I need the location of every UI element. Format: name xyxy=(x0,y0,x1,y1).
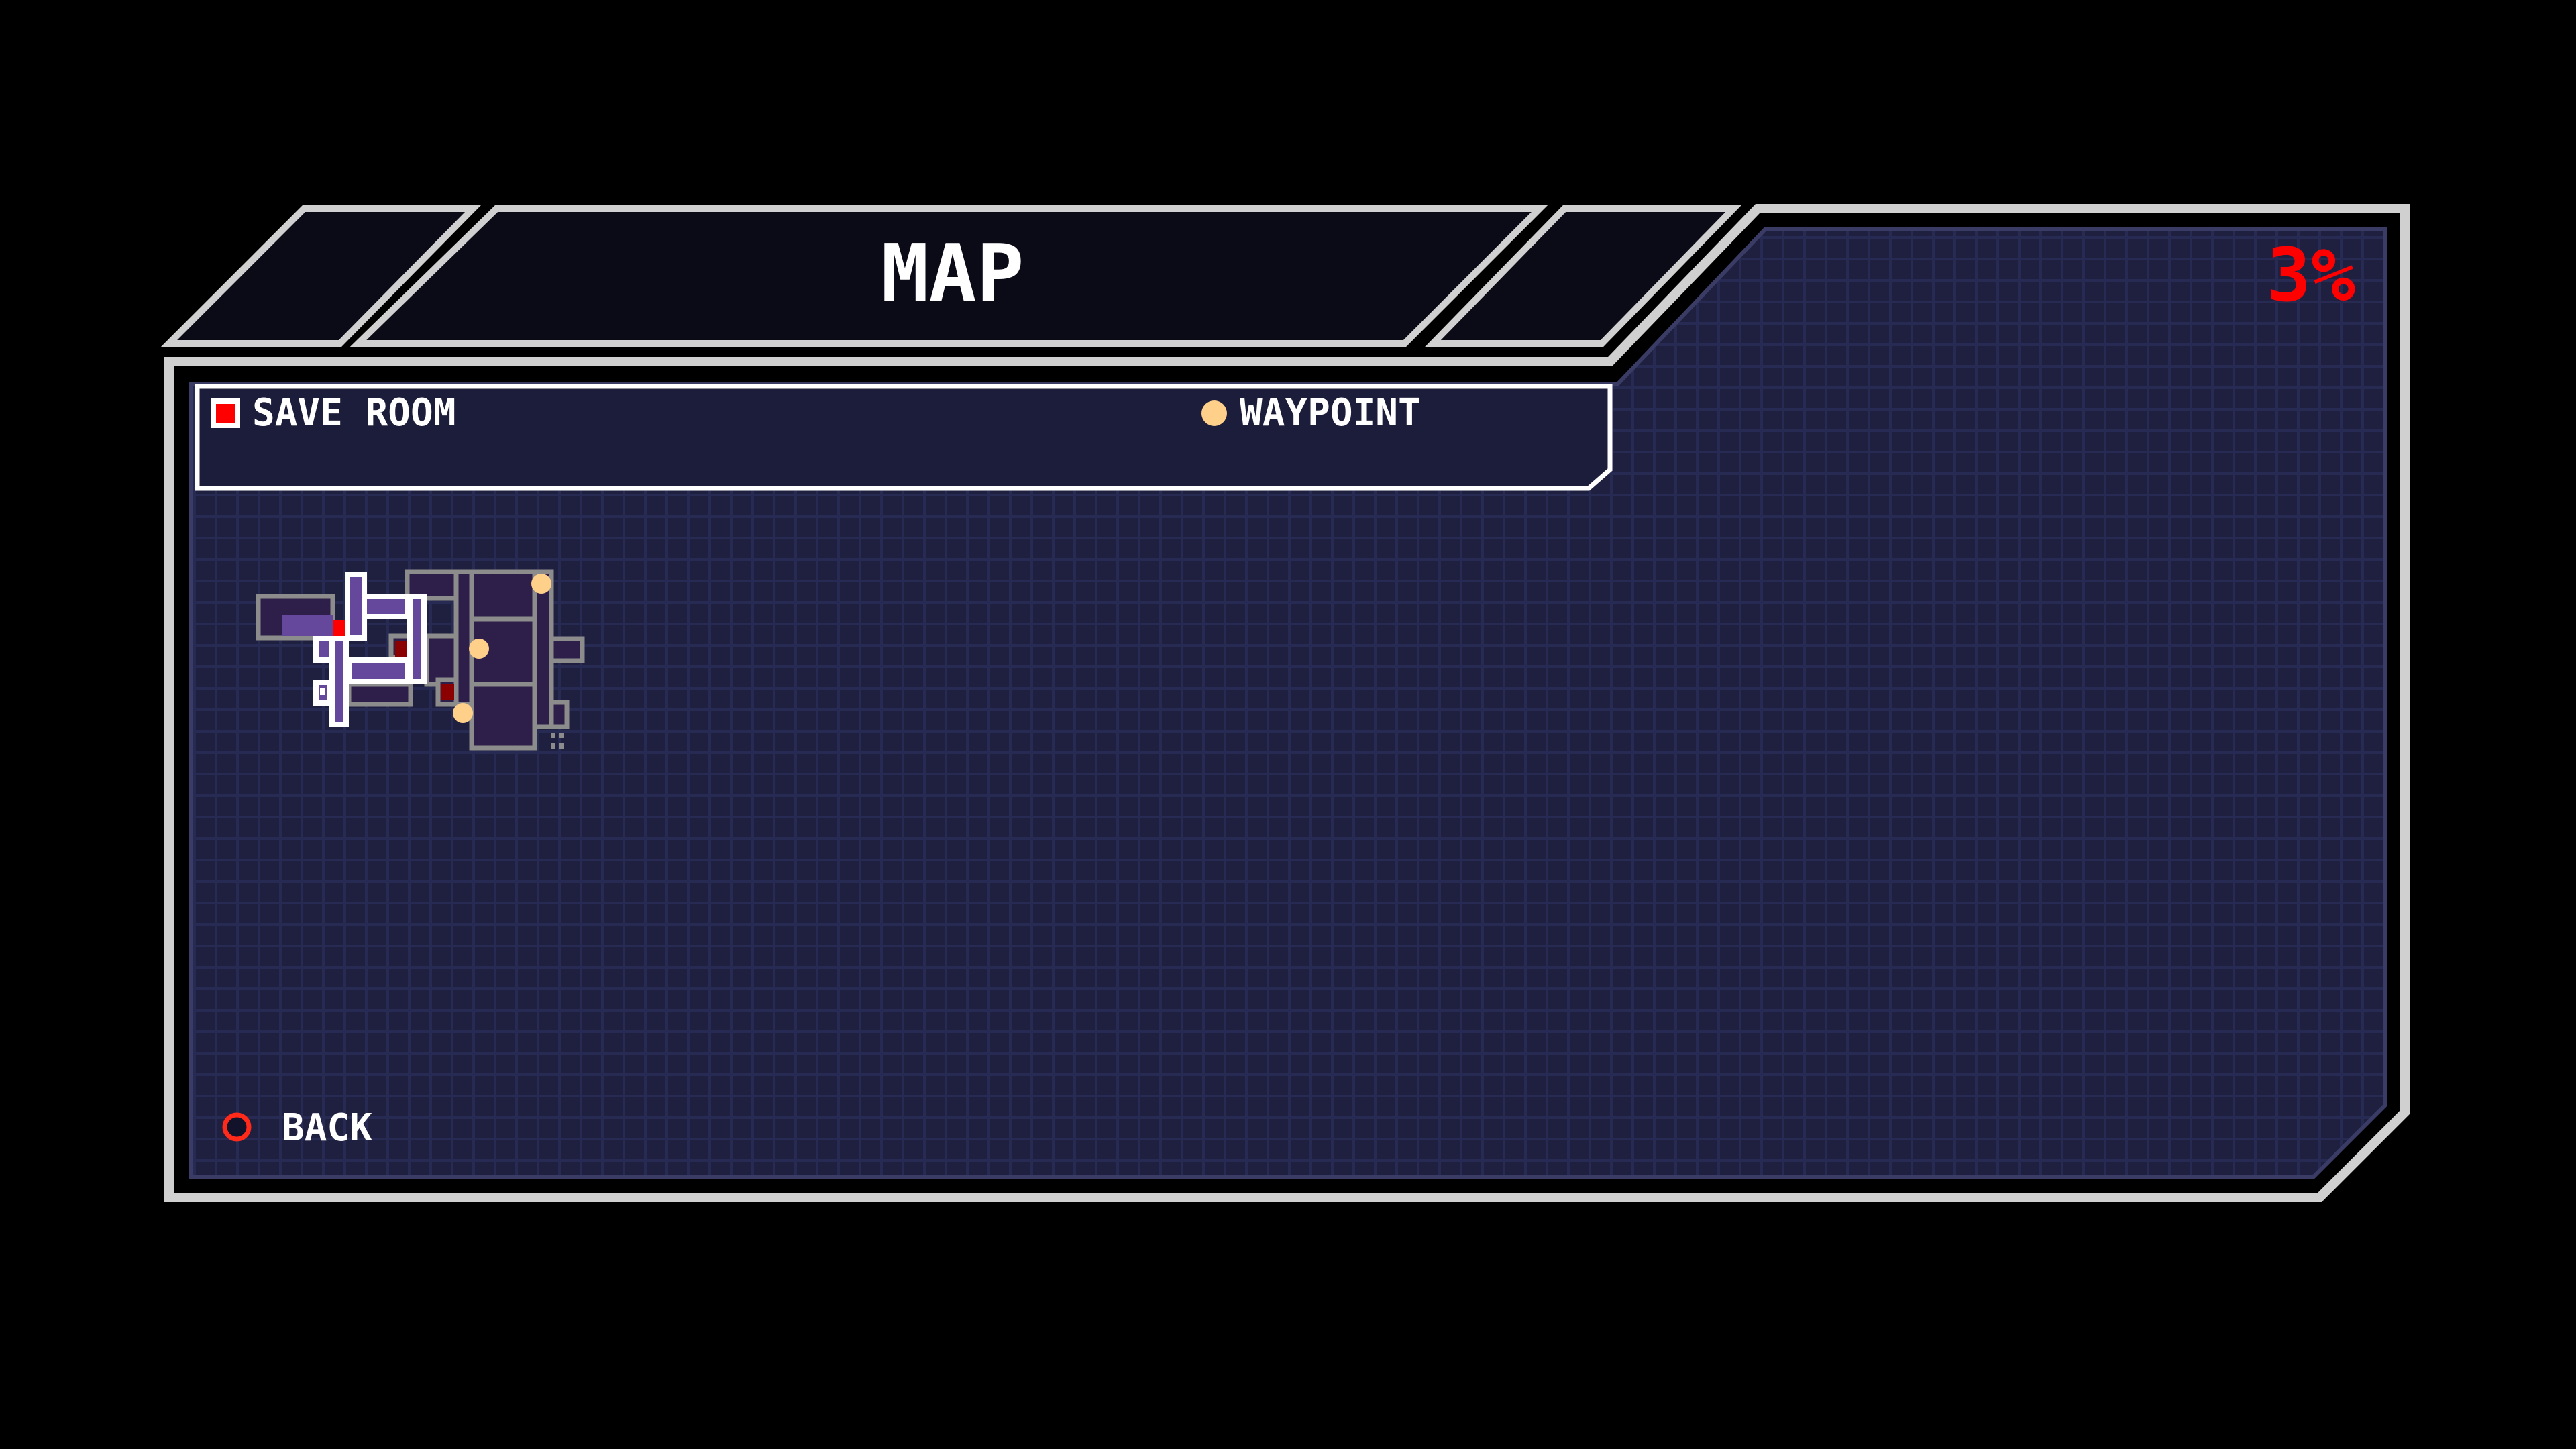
map-corridor-visited xyxy=(362,594,410,619)
map-waypoint xyxy=(469,639,489,659)
map-unexplored-marker xyxy=(551,733,564,749)
circle-button-icon xyxy=(222,1112,252,1142)
map-corridor-visited xyxy=(313,636,335,663)
map-corridor-visited xyxy=(407,594,427,684)
map-room xyxy=(469,569,537,622)
legend-save-room-label: SAVE ROOM xyxy=(252,391,455,435)
locked-room xyxy=(395,641,407,657)
map-waypoint xyxy=(531,574,551,594)
map-corridor-visited xyxy=(346,657,410,684)
legend-box xyxy=(195,384,1613,491)
save-room-icon xyxy=(211,398,240,428)
map-room xyxy=(549,636,585,663)
map-room-exit xyxy=(549,700,570,729)
map-room-visited-area xyxy=(282,615,333,636)
legend-waypoint-label: WAYPOINT xyxy=(1240,391,1421,435)
map-waypoint xyxy=(453,703,473,723)
completion-percent: 3% xyxy=(2267,232,2355,318)
page-title: MAP xyxy=(881,227,1024,319)
header-tab-title xyxy=(350,205,1548,347)
map-save-room xyxy=(333,620,345,636)
header-tab-left xyxy=(160,205,481,347)
map-room xyxy=(424,633,459,687)
minimap xyxy=(256,569,585,751)
back-button[interactable]: BACK xyxy=(222,1106,372,1150)
header-tab-right xyxy=(1425,205,1741,347)
waypoint-icon xyxy=(1201,400,1227,426)
map-marker xyxy=(320,688,325,695)
map-room xyxy=(532,569,554,729)
back-label: BACK xyxy=(282,1106,372,1150)
map-room xyxy=(469,682,537,751)
map-room xyxy=(346,682,413,707)
locked-room xyxy=(441,684,454,700)
